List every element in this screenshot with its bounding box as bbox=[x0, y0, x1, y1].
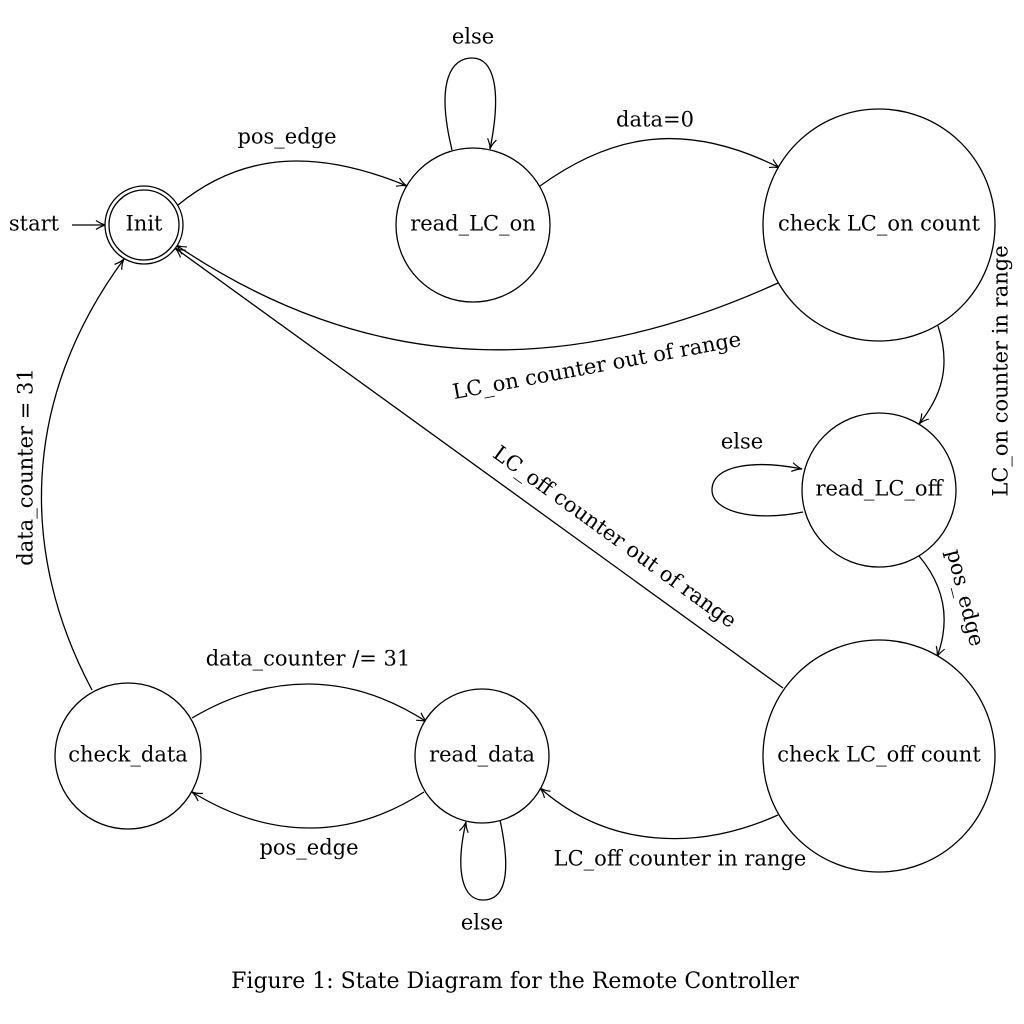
state-check-lc-off-label: check LC_off count bbox=[777, 743, 981, 767]
state-read-lc-off: read_LC_off bbox=[801, 412, 957, 568]
label-check-lc-on-to-read-lc-off: LC_on counter in range bbox=[989, 245, 1013, 496]
state-init: Init bbox=[104, 185, 184, 265]
state-init-label: Init bbox=[126, 212, 164, 236]
edge-read-lc-off-to-check-lc-off bbox=[918, 555, 946, 658]
label-check-data-to-init: data_counter = 31 bbox=[14, 368, 38, 565]
figure-caption: Figure 1: State Diagram for the Remote C… bbox=[231, 969, 799, 994]
state-check-lc-on-label: check LC_on count bbox=[778, 212, 981, 236]
state-check-lc-off: check LC_off count bbox=[762, 639, 996, 873]
edge-read-lc-on-to-check-lc-on bbox=[539, 137, 781, 187]
state-check-data-label: check_data bbox=[68, 743, 188, 767]
edge-read-data-to-check-data bbox=[191, 791, 425, 829]
label-check-lc-on-to-init: LC_on counter out of range bbox=[451, 327, 743, 404]
edge-check-data-to-init bbox=[40, 258, 125, 691]
edge-check-data-to-read-data bbox=[191, 683, 428, 723]
state-read-lc-on-label: read_LC_on bbox=[410, 212, 536, 236]
edge-check-lc-off-to-init bbox=[174, 247, 784, 689]
state-check-data: check_data bbox=[54, 682, 202, 830]
edge-check-lc-off-to-read-data bbox=[539, 787, 779, 840]
start-label: start bbox=[9, 212, 60, 236]
state-check-lc-on: check LC_on count bbox=[762, 108, 996, 342]
state-read-data-label: read_data bbox=[429, 743, 535, 767]
edge-read-lc-off-self bbox=[711, 462, 804, 517]
edge-read-lc-on-self bbox=[444, 57, 497, 151]
label-read-lc-on-to-check-lc-on: data=0 bbox=[616, 108, 694, 132]
label-check-lc-off-to-read-data: LC_off counter in range bbox=[554, 847, 807, 871]
label-read-lc-off-self: else bbox=[721, 430, 763, 454]
state-read-data: read_data bbox=[414, 688, 550, 824]
label-init-to-read-lc-on: pos_edge bbox=[237, 125, 336, 149]
states: Init read_LC_on check LC_on count read_L… bbox=[54, 108, 996, 873]
label-read-lc-off-to-check-lc-off: pos_edge bbox=[942, 547, 989, 649]
label-read-data-self: else bbox=[461, 911, 503, 935]
label-check-lc-off-to-init: LC_off counter out of range bbox=[489, 441, 741, 633]
label-check-data-to-read-data: data_counter /= 31 bbox=[206, 647, 411, 671]
edge-check-lc-on-to-read-lc-off bbox=[918, 325, 945, 425]
label-read-lc-on-self: else bbox=[452, 25, 494, 49]
edge-init-to-read-lc-on bbox=[177, 160, 408, 206]
edge-read-data-self bbox=[458, 819, 507, 901]
edges bbox=[40, 57, 946, 901]
state-read-lc-off-label: read_LC_off bbox=[815, 477, 944, 501]
label-read-data-to-check-data: pos_edge bbox=[259, 836, 358, 860]
state-read-lc-on: read_LC_on bbox=[395, 147, 551, 303]
edge-check-lc-on-to-init bbox=[175, 244, 779, 351]
